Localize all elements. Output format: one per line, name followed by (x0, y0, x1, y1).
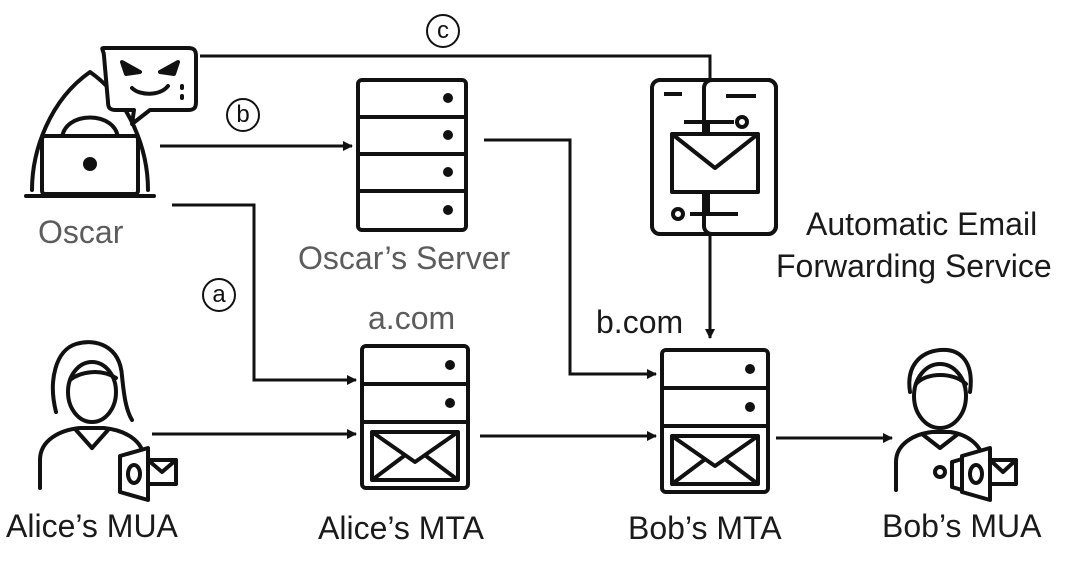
path-a-connector (172, 203, 357, 385)
bob-mta-label: Bob’s MTA (628, 510, 782, 546)
path-b-marker: b (226, 98, 260, 132)
woman-with-mail-client-icon (38, 340, 178, 502)
bob-mail-server-icon (660, 348, 770, 494)
path-c-marker: c (426, 14, 460, 48)
phone-email-forwarding-icon (650, 78, 778, 236)
alice-mail-server-icon (360, 344, 470, 490)
a-com-domain-label: a.com (368, 300, 456, 336)
forwarding-service-label-line1: Automatic Email (806, 206, 1038, 242)
evil-face-speech-bubble-icon (100, 46, 198, 126)
oscars-server-icon (356, 78, 468, 232)
oscar-label: Oscar (38, 214, 124, 250)
forwarding-service-label-line2: Forwarding Service (776, 248, 1052, 284)
oscars-server-to-bob-mta-connector (484, 138, 657, 379)
oscars-server-label: Oscar’s Server (298, 240, 511, 276)
hooded-hacker-icon (24, 70, 156, 198)
b-com-domain-label: b.com (596, 304, 684, 340)
bob-mua-label: Bob’s MUA (882, 508, 1042, 544)
path-a-marker: a (202, 278, 236, 312)
path-c-connector (200, 54, 712, 80)
man-with-mail-client-icon (894, 347, 1018, 502)
alice-mta-label: Alice’s MTA (318, 510, 484, 546)
alice-mua-label: Alice’s MUA (6, 508, 178, 544)
